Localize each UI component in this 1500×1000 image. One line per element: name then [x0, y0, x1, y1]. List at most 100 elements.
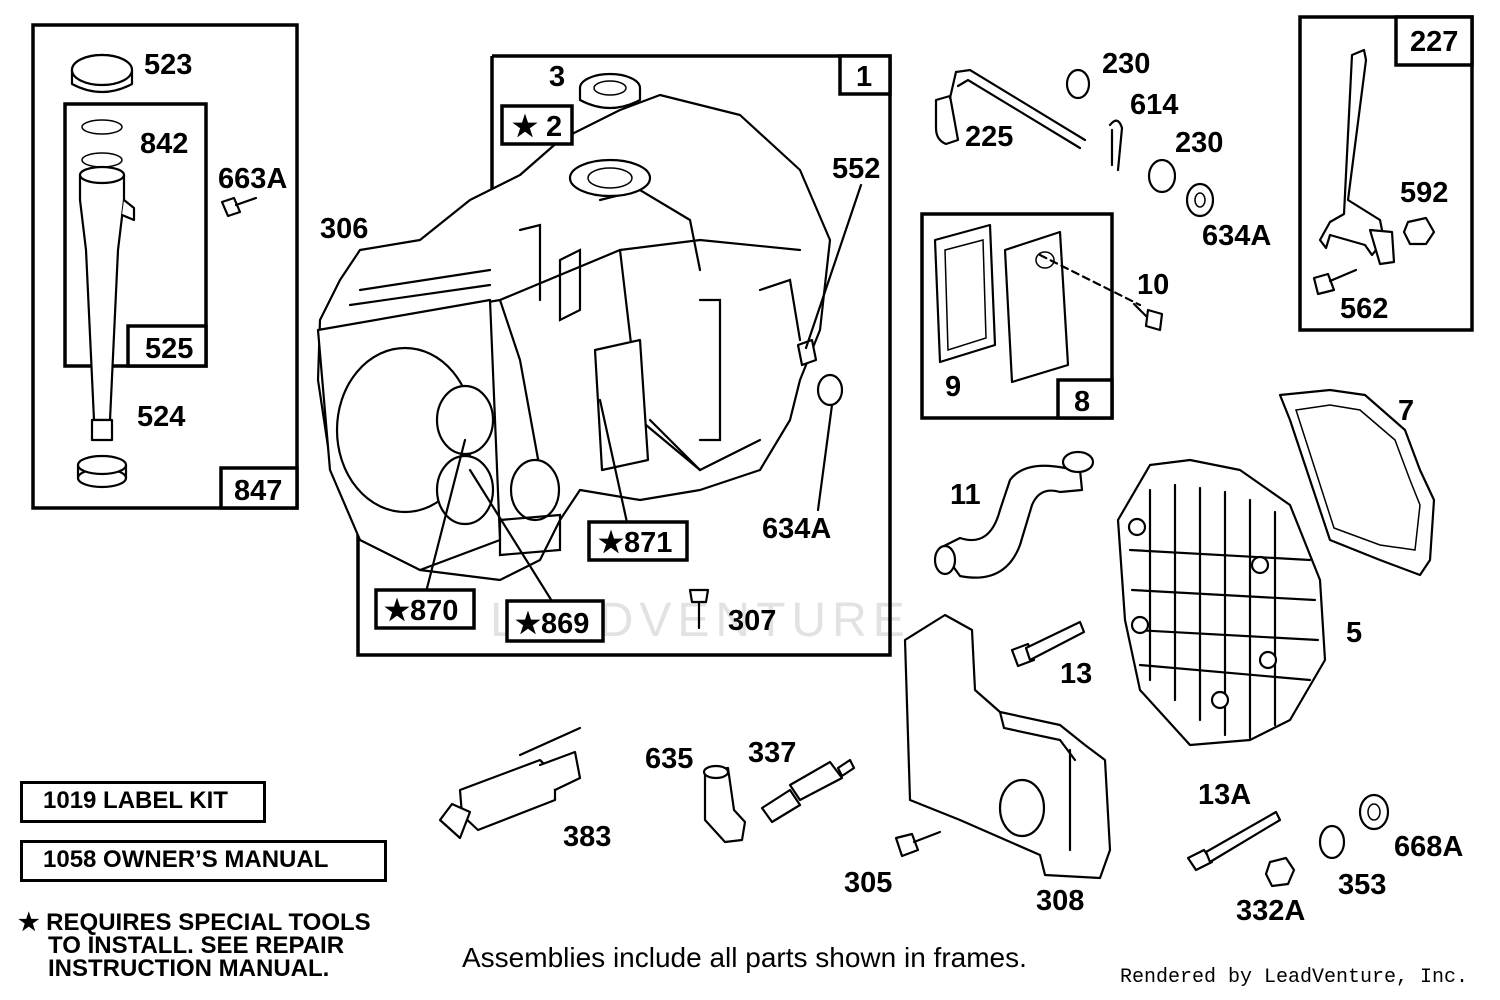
frame-tag-525	[126, 324, 208, 368]
callout-307: 307	[728, 605, 776, 637]
callout-614: 614	[1130, 89, 1178, 121]
spark-plug-boot-635	[702, 764, 747, 844]
leader-552	[804, 183, 863, 350]
frame-tag-847	[219, 466, 299, 510]
callout-552: 552	[832, 153, 880, 185]
leader-10	[1038, 253, 1142, 307]
callout-225: 225	[965, 121, 1013, 153]
callout-383: 383	[563, 821, 611, 853]
callout-tag-870	[374, 588, 476, 630]
callout-308: 308	[1036, 885, 1084, 917]
special-tools-note-2: TO INSTALL. SEE REPAIR	[48, 932, 345, 959]
frame-label-1: 1	[856, 61, 872, 93]
frame-label-8: 8	[1074, 386, 1090, 418]
callout-305: 305	[844, 867, 892, 899]
callout-842: 842	[140, 128, 188, 160]
callout-332A: 332A	[1236, 895, 1305, 927]
washer-230-a	[1065, 68, 1091, 100]
callout-5: 5	[1346, 617, 1362, 649]
head-gasket-7	[1278, 388, 1436, 577]
callout-11: 11	[950, 479, 981, 511]
frame-label-525: 525	[145, 333, 193, 365]
governor-lever	[1318, 48, 1396, 266]
render-credit: Rendered by LeadVenture, Inc.	[1120, 966, 1469, 989]
callout-663A: 663A	[218, 163, 287, 195]
callout-13: 13	[1060, 658, 1092, 690]
callout-tag-2	[500, 104, 574, 146]
frame-label-227: 227	[1410, 26, 1458, 58]
breather-gasket-9	[933, 223, 997, 364]
screw-305	[894, 830, 942, 858]
o-ring-842-a	[81, 119, 123, 135]
callout-634A-a: 634A	[762, 513, 831, 545]
callout-230-b: 230	[1175, 127, 1223, 159]
callout-871: ★871	[598, 527, 672, 559]
nut-592	[1402, 216, 1436, 246]
callout-668A: 668A	[1394, 831, 1463, 863]
leader-869	[468, 468, 557, 608]
callout-524: 524	[137, 401, 185, 433]
callout-230-a: 230	[1102, 48, 1150, 80]
frame-tag-1	[838, 54, 892, 96]
o-ring-842-b	[81, 152, 123, 168]
callout-9: 9	[945, 371, 961, 403]
assemblies-footnote: Assemblies include all parts shown in fr…	[462, 942, 1027, 973]
callout-562: 562	[1340, 293, 1388, 325]
intake-tube-11	[933, 450, 1095, 579]
frame-1	[356, 54, 892, 657]
air-guide-308	[903, 613, 1112, 880]
bolt-307	[688, 588, 710, 630]
muffler-383	[438, 726, 582, 840]
callout-869: ★869	[515, 608, 589, 640]
washer-668A	[1358, 793, 1390, 831]
nut-332A	[1264, 856, 1296, 888]
frame-label-847: 847	[234, 475, 282, 507]
spark-plug-337	[760, 758, 856, 824]
dipstick-tube	[78, 165, 136, 442]
special-tools-note-3: INSTRUCTION MANUAL.	[48, 955, 330, 982]
frame-8	[920, 212, 1114, 420]
cylinder-head-5	[1116, 458, 1327, 747]
callout-337: 337	[748, 737, 796, 769]
callout-tag-869	[505, 599, 605, 643]
callout-523: 523	[144, 49, 192, 81]
screw-663A	[220, 196, 258, 218]
callout-13A: 13A	[1198, 779, 1251, 811]
callout-10: 10	[1137, 269, 1169, 301]
frame-tag-227	[1394, 15, 1474, 67]
bolt-562	[1312, 268, 1358, 296]
callout-3: 3	[549, 61, 565, 93]
callout-306: 306	[320, 213, 368, 245]
washer-230-b	[1147, 158, 1177, 194]
valve-seats	[435, 384, 562, 557]
screw-10	[1132, 302, 1164, 332]
frame-227	[1298, 15, 1474, 332]
breather-assembly	[1003, 230, 1070, 384]
oil-seal-3	[578, 72, 642, 110]
tube-seal-524	[76, 454, 128, 489]
callout-7: 7	[1398, 395, 1414, 427]
callout-634A-b: 634A	[1202, 220, 1271, 252]
leader-870	[423, 438, 467, 598]
head-bolt-13	[1010, 620, 1086, 668]
frame-847	[31, 23, 299, 510]
leader-871	[598, 398, 630, 529]
governor-shaft-225	[934, 68, 1087, 150]
dipstick-cap	[70, 53, 134, 94]
frame-tag-8	[1056, 378, 1114, 420]
special-tools-note-1: ★ REQUIRES SPECIAL TOOLS	[18, 909, 371, 936]
callout-870: ★870	[384, 595, 458, 627]
callout-2: ★ 2	[512, 111, 562, 143]
callout-tag-871	[587, 520, 689, 562]
owners-manual-box: 1058 OWNER’S MANUAL	[20, 840, 387, 882]
callout-353: 353	[1338, 869, 1386, 901]
breather-opening	[593, 338, 650, 472]
washer-634A-a	[816, 373, 844, 407]
washer-634A-b	[1185, 182, 1215, 218]
washer-353	[1318, 824, 1346, 860]
callout-592: 592	[1400, 177, 1448, 209]
stud-13A	[1186, 810, 1282, 872]
leader-634A-a	[816, 403, 834, 512]
pin-614	[1108, 119, 1124, 172]
